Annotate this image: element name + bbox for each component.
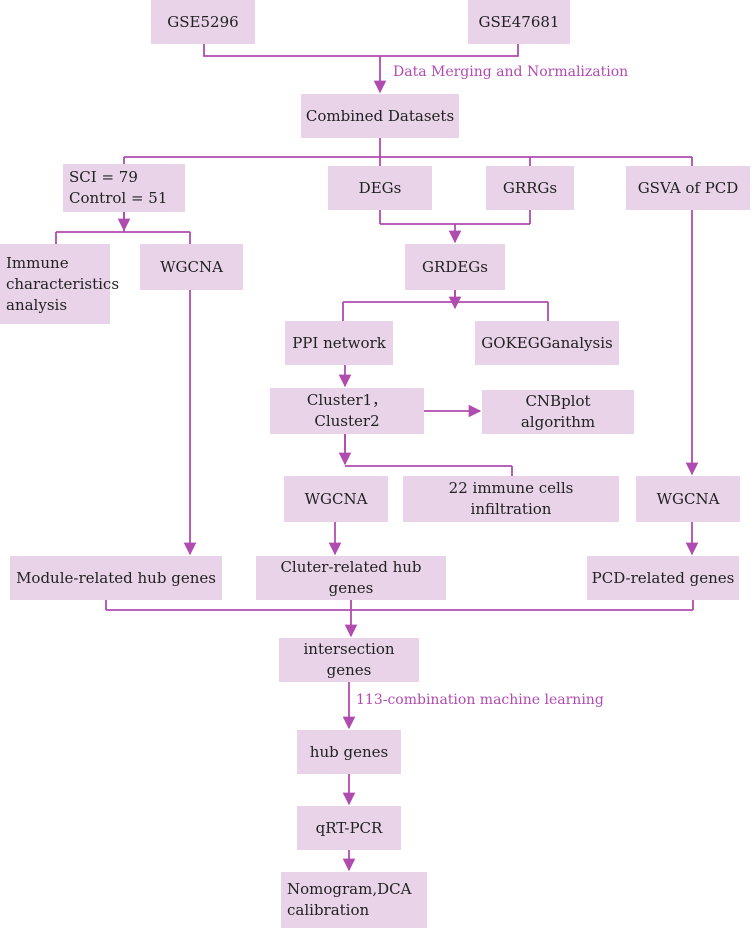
node-gse5296-label: GSE5296 xyxy=(167,12,239,31)
node-ppi-network-label: PPI network xyxy=(292,333,386,352)
node-module-related-hub-genes: Module-related hub genes xyxy=(10,556,222,600)
node-gse47681: GSE47681 xyxy=(468,0,570,44)
node-gokegg-analysis: GOKEGGanalysis xyxy=(475,321,619,365)
node-cnbplot-algorithm-label: CNBplot algorithm xyxy=(520,392,596,431)
node-immune-characteristics-label: Immune characteristics analysis xyxy=(6,253,120,314)
node-qrt-pcr-label: qRT-PCR xyxy=(315,818,383,837)
node-wgcna-right-label: WGCNA xyxy=(656,489,720,508)
node-gse47681-label: GSE47681 xyxy=(478,12,560,31)
arrow-to-groups xyxy=(55,212,191,244)
node-grrgs: GRRGs xyxy=(486,166,574,210)
node-degs-label: DEGs xyxy=(358,178,402,197)
node-nomogram-dca: Nomogram,DCA calibration xyxy=(281,872,427,928)
node-clusters: Cluster1， Cluster2 xyxy=(270,388,424,434)
node-combined-datasets: Combined Datasets xyxy=(301,94,459,138)
node-intersection-genes: intersection genes xyxy=(279,638,419,682)
node-gokegg-analysis-label: GOKEGGanalysis xyxy=(481,333,613,352)
node-cnbplot-algorithm: CNBplot algorithm xyxy=(482,390,634,434)
node-gsva-pcd-label: GSVA of PCD xyxy=(637,178,739,197)
node-combined-datasets-label: Combined Datasets xyxy=(305,106,455,125)
node-wgcna-right: WGCNA xyxy=(636,476,740,522)
node-immune-cells-infiltration: 22 immune cells infiltration xyxy=(403,476,619,522)
node-wgcna-left: WGCNA xyxy=(140,244,243,290)
node-pcd-related-genes-label: PCD-related genes xyxy=(591,568,735,587)
node-grdegs: GRDEGs xyxy=(405,244,505,290)
node-gse5296: GSE5296 xyxy=(151,0,255,44)
node-sample-counts-label: SCI = 79 Control = 51 xyxy=(69,168,168,207)
merge-connector xyxy=(203,44,519,57)
node-degs: DEGs xyxy=(328,166,432,210)
node-immune-cells-infiltration-label: 22 immune cells infiltration xyxy=(448,479,574,518)
node-clusters-label: Cluster1， Cluster2 xyxy=(306,391,388,430)
node-ppi-network: PPI network xyxy=(285,321,393,365)
annotation-data-merging: Data Merging and Normalization xyxy=(393,64,629,80)
node-wgcna-left-label: WGCNA xyxy=(160,257,223,276)
node-cluster-related-hub-genes: Cluter-related hub genes xyxy=(256,556,446,600)
grdegs-split xyxy=(342,290,549,321)
node-sample-counts: SCI = 79 Control = 51 xyxy=(63,164,185,212)
node-intersection-genes-label: intersection genes xyxy=(303,640,395,679)
split-connector xyxy=(123,138,693,166)
cluster-split xyxy=(344,434,513,476)
node-qrt-pcr: qRT-PCR xyxy=(297,806,401,850)
node-hub-genes: hub genes xyxy=(297,730,401,774)
node-immune-characteristics: Immune characteristics analysis xyxy=(0,244,119,324)
node-gsva-pcd: GSVA of PCD xyxy=(626,166,750,210)
merge-bottom xyxy=(105,600,694,611)
node-wgcna-middle-label: WGCNA xyxy=(304,489,368,508)
node-grrgs-label: GRRGs xyxy=(502,178,558,197)
node-module-related-hub-genes-label: Module-related hub genes xyxy=(16,568,216,587)
node-wgcna-middle: WGCNA xyxy=(284,476,388,522)
node-grdegs-label: GRDEGs xyxy=(422,257,488,276)
node-hub-genes-label: hub genes xyxy=(309,742,389,761)
node-pcd-related-genes: PCD-related genes xyxy=(587,556,739,600)
deg-grrg-connector xyxy=(379,210,531,225)
node-cluster-related-hub-genes-label: Cluter-related hub genes xyxy=(280,558,422,597)
annotation-machine-learning: 113-combination machine learning xyxy=(356,692,604,708)
node-nomogram-dca-label: Nomogram,DCA calibration xyxy=(287,880,412,919)
